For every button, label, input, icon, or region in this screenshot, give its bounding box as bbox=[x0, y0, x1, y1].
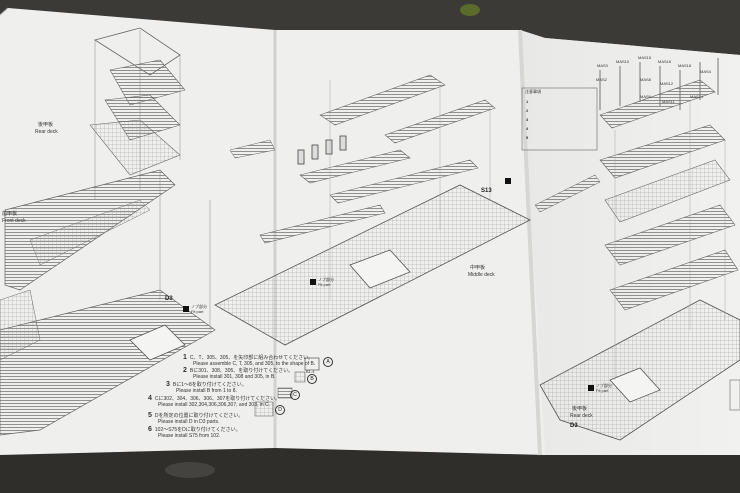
step-text-en: Please install B from 1 to 8. bbox=[176, 388, 237, 395]
step-number: 2 bbox=[183, 367, 187, 374]
s13-tag: S13 bbox=[481, 188, 492, 194]
callout-a: A bbox=[323, 357, 333, 367]
rear-deck-label-jp: 後甲板 bbox=[38, 122, 54, 128]
note-line: 5 bbox=[526, 135, 529, 140]
fit-part-marker-icon bbox=[310, 279, 316, 285]
middle-deck-label: Middle deck bbox=[468, 272, 495, 278]
mast-tag: MAS6 bbox=[640, 94, 651, 99]
front-deck-label: Front deck bbox=[2, 218, 26, 224]
d3-tag: D3 bbox=[165, 296, 173, 302]
step-text-en: Please assemble C, T, 305, and 305, to t… bbox=[193, 361, 316, 368]
note-line: 2 bbox=[526, 108, 529, 113]
mast-tag: MAS16 bbox=[658, 59, 672, 64]
fit-part-label: Fit part bbox=[318, 282, 331, 287]
rear-deck-label: Rear deck bbox=[570, 413, 593, 419]
rear-deck-label-jp: 後甲板 bbox=[572, 406, 588, 412]
step-text-jp: Bに301、308、305、を取り付けてください。 bbox=[189, 368, 294, 374]
mast-tag: MAS10 bbox=[616, 59, 630, 64]
notes-title: 注意事項 bbox=[525, 89, 541, 94]
note-line: 4 bbox=[526, 126, 529, 131]
step-number: 5 bbox=[148, 412, 152, 419]
mast-tag: MAS11 bbox=[662, 99, 675, 104]
mast-tag: MAS2 bbox=[596, 77, 607, 82]
step-number: 4 bbox=[148, 395, 152, 402]
step-text-en: Please install D in D3 parts. bbox=[158, 419, 220, 426]
mast-tag: MAS4 bbox=[700, 69, 711, 74]
step-text-jp: 102～S75をDに取り付けてください。 bbox=[154, 427, 241, 433]
fit-part-label-jp: ノブ部分 bbox=[596, 383, 612, 388]
callout-c: C bbox=[290, 390, 300, 400]
step-text-en: Please install 301, 308 and 305, in B. bbox=[193, 374, 276, 381]
note-line: 1 bbox=[526, 99, 529, 104]
step-number: 1 bbox=[183, 354, 187, 361]
mast-tag: MAS12 bbox=[660, 81, 674, 86]
fit-part-marker-icon bbox=[183, 306, 189, 312]
mast-tag: MAS18 bbox=[678, 63, 692, 68]
fit-part-label: Fit part bbox=[191, 309, 204, 314]
step-text-en: Please install S75 from 102. bbox=[158, 433, 221, 440]
mast-tag: MAS14 bbox=[690, 94, 704, 99]
callout-b: B bbox=[307, 374, 317, 384]
fit-part-marker-icon bbox=[588, 385, 594, 391]
step-text-en: Please install 302,304,306,306,307, and … bbox=[158, 402, 271, 409]
fit-part-label-jp: ノブ部分 bbox=[318, 277, 334, 282]
step-text-jp: Cに302、304、306、306、307を取り付けてください。 bbox=[154, 396, 281, 402]
d3-tag: D3 bbox=[570, 423, 578, 429]
front-deck-label-jp: 前甲板 bbox=[2, 211, 18, 217]
step-number: 6 bbox=[148, 426, 152, 433]
b4-tag: B1-4 bbox=[306, 369, 315, 374]
step-number: 3 bbox=[166, 381, 170, 388]
middle-deck-label-jp: 中甲板 bbox=[470, 265, 486, 271]
step-text-jp: Bに1～8を取り付けてください。 bbox=[172, 382, 247, 388]
fit-part-marker-icon bbox=[505, 178, 511, 184]
mast-tag: MAS3 bbox=[597, 63, 608, 68]
note-line: 3 bbox=[526, 117, 529, 122]
fit-part-label: Fit part bbox=[596, 388, 609, 393]
fit-part-label-jp: ノブ部分 bbox=[191, 304, 207, 309]
mast-tag: MAS15 bbox=[638, 55, 652, 60]
callout-d: D bbox=[275, 405, 285, 415]
rear-deck-label: Rear deck bbox=[35, 129, 58, 135]
step-text-jp: Dを所定の位置に取り付けてください。 bbox=[154, 413, 244, 419]
mast-tag: MAS8 bbox=[640, 77, 651, 82]
step-text-jp: C、T、305、305、を矢印部に組み合わせてください。 bbox=[189, 355, 314, 361]
